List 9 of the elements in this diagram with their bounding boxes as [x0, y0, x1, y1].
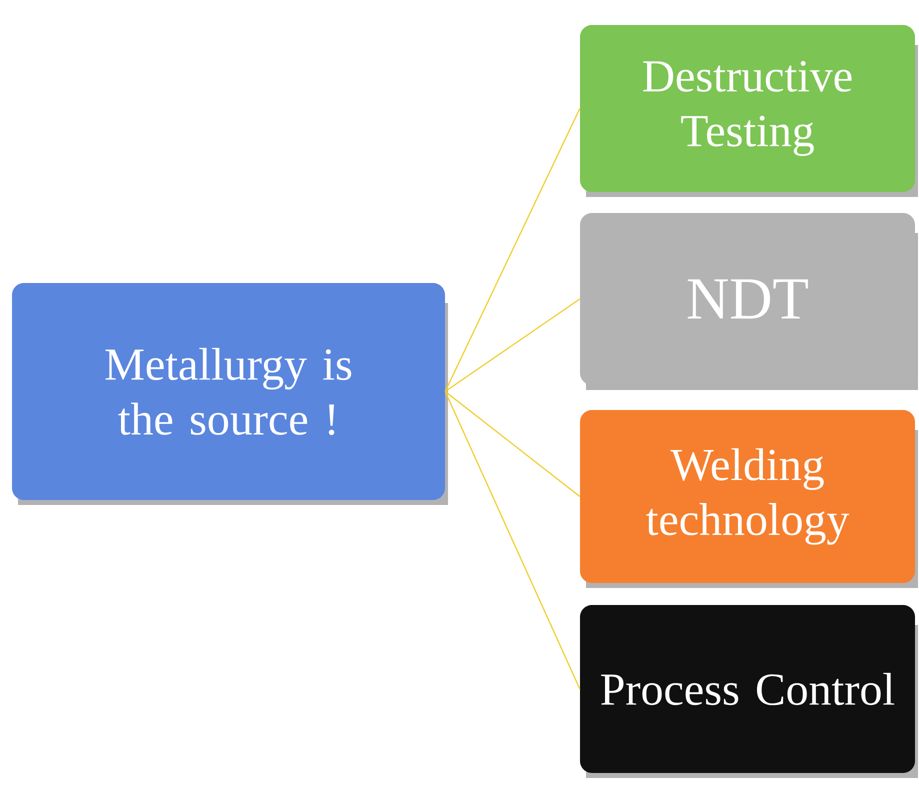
connector-line [444, 391, 580, 690]
connector-line [444, 108, 580, 392]
connector-line [444, 391, 580, 497]
topic-box: Destructive Testing [580, 25, 918, 197]
topic-box: Process Control [580, 604, 918, 778]
source-box: Metallurgy is the source ! [12, 282, 448, 505]
topic-box: Welding technology [580, 410, 918, 588]
topic-box: NDT [580, 212, 918, 390]
connector-line [444, 298, 580, 392]
